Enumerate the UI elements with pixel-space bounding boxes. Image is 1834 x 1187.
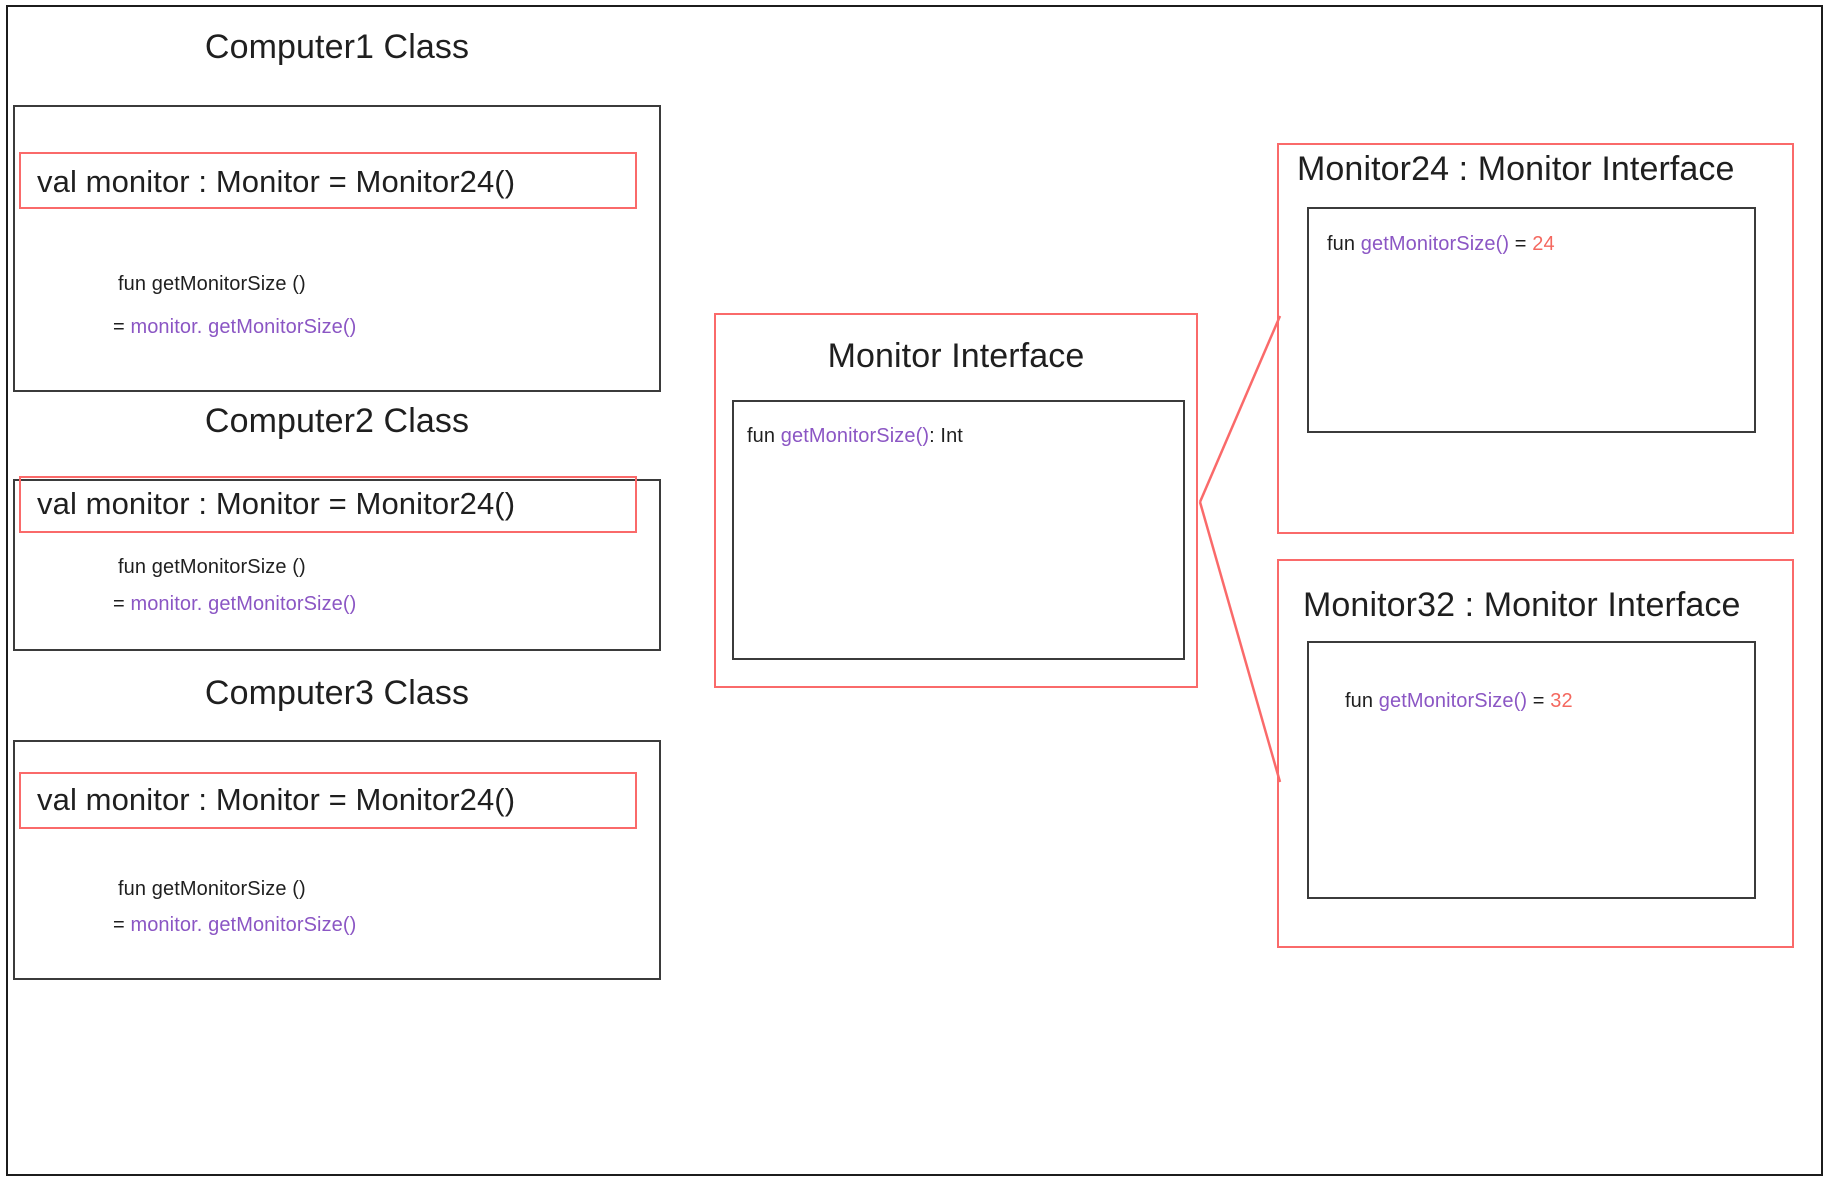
computer1-property-text: val monitor : Monitor = Monitor24() <box>37 164 516 199</box>
monitor-interface-outer-box <box>714 313 1198 688</box>
monitor32-title: Monitor32 : Monitor Interface <box>1303 586 1741 624</box>
monitor32-body-box <box>1307 641 1756 899</box>
computer2-method-body: = monitor. getMonitorSize() <box>113 593 356 616</box>
computer1-method-body: = monitor. getMonitorSize() <box>113 316 356 339</box>
monitor32-member-function: getMonitorSize() <box>1378 690 1528 712</box>
computer1-property-highlight <box>19 152 637 209</box>
computer3-method-eq: = <box>113 914 125 936</box>
computer3-class-title: Computer3 Class <box>204 674 470 712</box>
computer3-property-text: val monitor : Monitor = Monitor24() <box>37 782 516 817</box>
monitor32-member-eq: = <box>1532 690 1545 712</box>
monitor24-title: Monitor24 : Monitor Interface <box>1297 150 1735 188</box>
computer3-method-call: getMonitorSize() <box>208 914 357 936</box>
monitor-interface-member: fun getMonitorSize(): Int <box>747 425 963 448</box>
computer2-property-highlight <box>19 476 637 533</box>
monitor-interface-body-box <box>732 400 1185 660</box>
computer3-method-dot: . <box>196 914 203 936</box>
computer3-property-highlight <box>19 772 637 829</box>
computer1-class-box <box>13 105 661 392</box>
computer2-method-signature: fun getMonitorSize () <box>118 556 306 578</box>
monitor-interface-title: Monitor Interface <box>827 337 1085 375</box>
computer2-method-call: getMonitorSize() <box>208 593 357 615</box>
monitor-interface-member-keyword: fun <box>747 425 776 447</box>
computer1-class-title: Computer1 Class <box>204 28 470 66</box>
monitor32-member-value: 32 <box>1550 690 1573 712</box>
computer1-method-receiver: monitor <box>130 316 197 338</box>
computer2-method-dot: . <box>196 593 203 615</box>
computer3-method-body: = monitor. getMonitorSize() <box>113 914 356 937</box>
monitor24-member-eq: = <box>1514 233 1527 255</box>
computer1-method-dot: . <box>196 316 203 338</box>
monitor24-body-box <box>1307 207 1756 433</box>
monitor24-member-value: 24 <box>1532 233 1555 255</box>
computer3-method-receiver: monitor <box>130 914 197 936</box>
computer1-method-call: getMonitorSize() <box>208 316 357 338</box>
computer3-class-box <box>13 740 661 980</box>
computer3-method-signature: fun getMonitorSize () <box>118 878 306 900</box>
monitor24-member: fun getMonitorSize() = 24 <box>1327 233 1555 256</box>
computer2-method-receiver: monitor <box>130 593 197 615</box>
monitor32-member-keyword: fun <box>1345 690 1374 712</box>
computer1-method-signature: fun getMonitorSize () <box>118 273 306 295</box>
monitor-interface-member-function: getMonitorSize() <box>780 425 930 447</box>
monitor-interface-member-type: : Int <box>929 425 963 447</box>
monitor32-member: fun getMonitorSize() = 32 <box>1345 690 1573 713</box>
computer2-class-box <box>13 479 661 651</box>
computer2-method-eq: = <box>113 593 125 615</box>
monitor24-member-keyword: fun <box>1327 233 1356 255</box>
monitor24-member-function: getMonitorSize() <box>1360 233 1510 255</box>
computer1-method-eq: = <box>113 316 125 338</box>
computer2-property-text: val monitor : Monitor = Monitor24() <box>37 486 516 521</box>
computer2-class-title: Computer2 Class <box>204 402 470 440</box>
